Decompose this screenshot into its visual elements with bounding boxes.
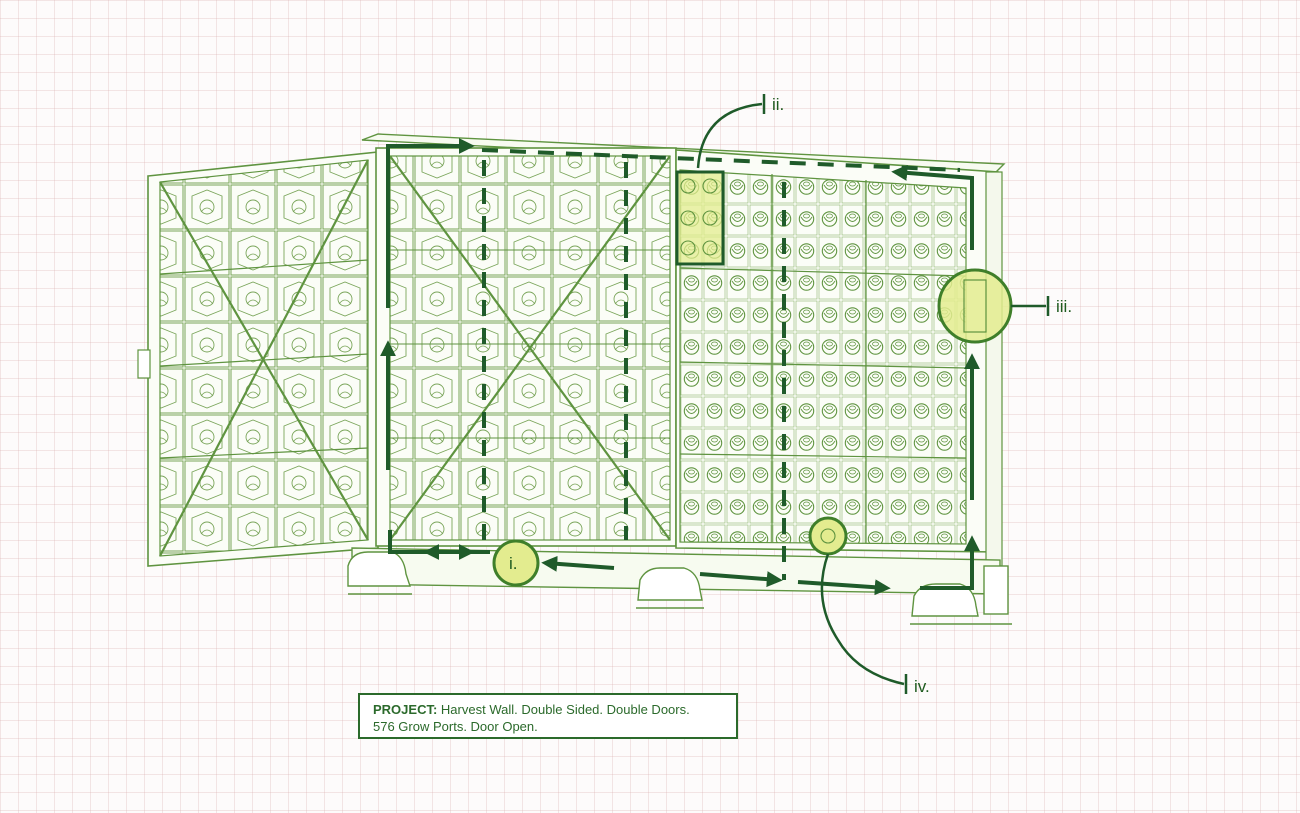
caption-line-2: 576 Grow Ports. Door Open. bbox=[373, 719, 538, 734]
callout-iv-label: iv. bbox=[914, 677, 930, 696]
open-door bbox=[137, 151, 379, 567]
caption-label: PROJECT: bbox=[373, 702, 438, 717]
callout-marker-icon bbox=[492, 539, 540, 587]
caption-line-1-text: Harvest Wall. Double Sided. Double Doors… bbox=[440, 702, 690, 717]
callout-ii-label: ii. bbox=[772, 95, 784, 114]
wall-base bbox=[347, 547, 1012, 625]
callout-i-label: i. bbox=[509, 554, 518, 573]
callout-marker-icon bbox=[937, 268, 1050, 344]
caption-line-1: PROJECT: Harvest Wall. Double Sided. Dou… bbox=[373, 701, 736, 718]
column-dividers bbox=[481, 148, 961, 580]
project-caption: PROJECT: Harvest Wall. Double Sided. Dou… bbox=[358, 693, 738, 739]
callout-iii-label: iii. bbox=[1056, 297, 1072, 316]
callout-marker-icon bbox=[808, 516, 908, 694]
flow-arrow-icon bbox=[380, 138, 980, 596]
callout-marker-icon bbox=[675, 94, 766, 266]
closed-door bbox=[389, 155, 671, 541]
grow-port-grid bbox=[679, 169, 967, 545]
